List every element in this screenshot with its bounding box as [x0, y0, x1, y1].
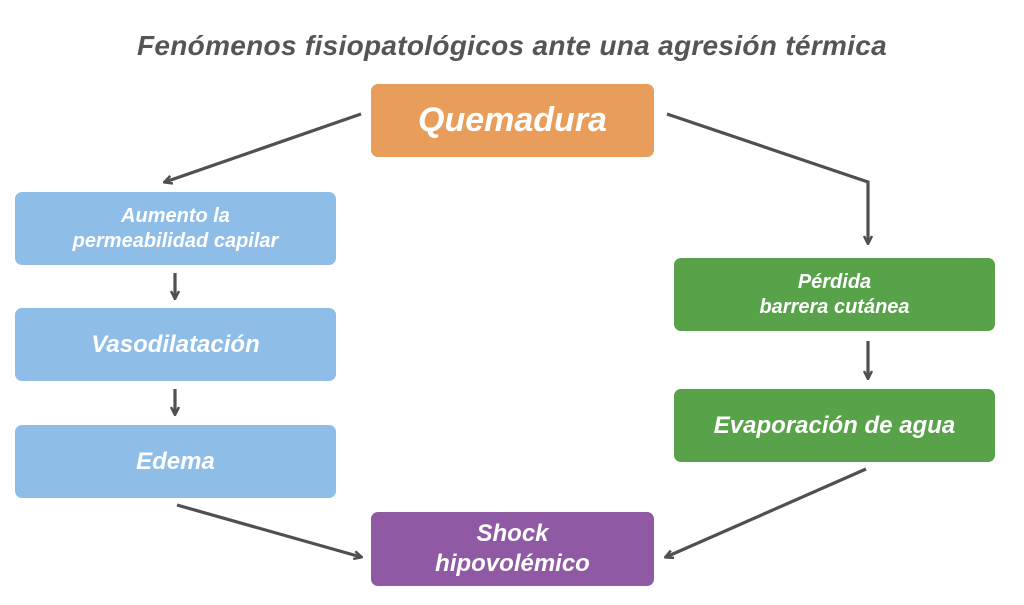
node-edema: Edema [15, 425, 336, 498]
node-vasodilatacion: Vasodilatación [15, 308, 336, 381]
arrow-quemadura-to-permeabilidad [165, 112, 362, 182]
node-edema-label: Edema [136, 447, 215, 475]
node-permeabilidad-label: Aumento la permeabilidad capilar [72, 204, 279, 252]
node-perdida: Pérdida barrera cutánea [674, 258, 995, 331]
node-shock: Shock hipovolémico [371, 512, 654, 586]
node-perdida-label: Pérdida barrera cutánea [759, 270, 910, 318]
arrow-quemadura-to-perdida [666, 112, 868, 243]
node-vasodilatacion-label: Vasodilatación [91, 330, 260, 358]
arrow-edema-to-shock [176, 503, 361, 557]
node-evaporacion-label: Evaporación de agua [713, 411, 956, 439]
node-shock-label: Shock hipovolémico [435, 520, 590, 577]
diagram-title: Fenómenos fisiopatológicos ante una agre… [137, 30, 887, 61]
node-quemadura-label: Quemadura [418, 101, 607, 140]
node-evaporacion: Evaporación de agua [674, 389, 995, 462]
node-permeabilidad: Aumento la permeabilidad capilar [15, 192, 336, 265]
node-quemadura: Quemadura [371, 84, 654, 157]
arrow-evaporacion-to-shock [666, 467, 867, 557]
